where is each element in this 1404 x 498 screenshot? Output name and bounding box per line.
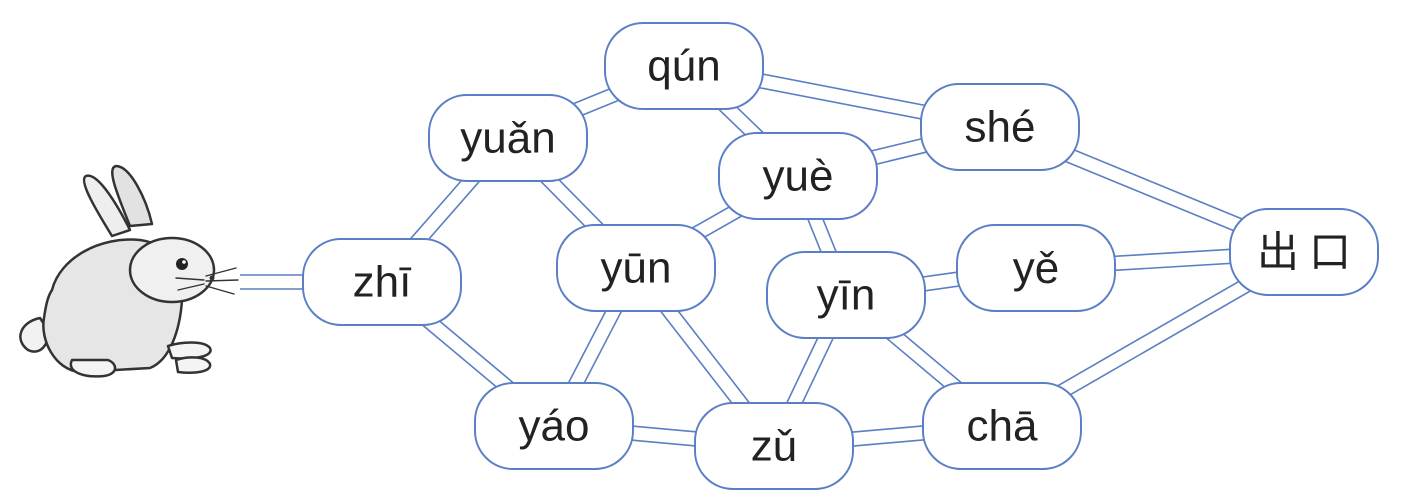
- syllable-nodes: zhī yuǎn qún yūn yáo yuè shé yīn yě zǔ chā 出口: [303, 23, 1378, 489]
- syllable-label: yīn: [817, 271, 876, 320]
- syllable-label: shé: [965, 103, 1036, 152]
- syllable-node: shé: [921, 84, 1079, 170]
- syllable-label: zǔ: [751, 422, 797, 471]
- syllable-node: yuǎn: [429, 95, 587, 181]
- syllable-node: yáo: [475, 383, 633, 469]
- syllable-label: qún: [647, 42, 720, 91]
- syllable-label: yuè: [763, 152, 834, 201]
- syllable-node: zhī: [303, 239, 461, 325]
- syllable-label: zhī: [353, 258, 412, 307]
- syllable-node: yě: [957, 225, 1115, 311]
- syllable-node: chā: [923, 383, 1081, 469]
- syllable-node: zǔ: [695, 403, 853, 489]
- syllable-label: chā: [967, 402, 1038, 451]
- syllable-label: yūn: [601, 244, 672, 293]
- syllable-node: qún: [605, 23, 763, 109]
- exit-node: 出口: [1230, 209, 1378, 295]
- rabbit-icon: [20, 166, 238, 376]
- exit-label: 出口: [1257, 228, 1361, 277]
- syllable-node: yūn: [557, 225, 715, 311]
- syllable-label: yáo: [519, 402, 590, 451]
- syllable-label: yuǎn: [460, 114, 555, 163]
- syllable-node: yīn: [767, 252, 925, 338]
- syllable-node: yuè: [719, 133, 877, 219]
- syllable-label: yě: [1013, 244, 1059, 293]
